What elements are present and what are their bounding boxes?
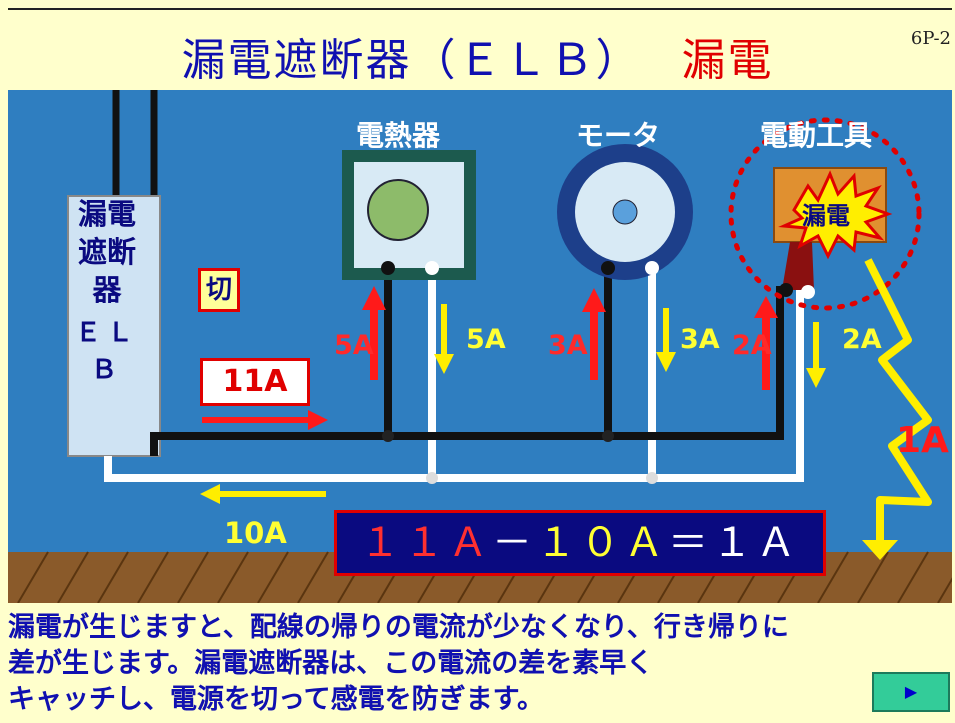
return-current-label: 10A	[224, 516, 287, 550]
motor-device	[557, 144, 693, 280]
diagram-stage: 電熱器 モータ 電動工具 漏電 5A 5A 3A 3A 2A 2A 1A 10A	[8, 90, 952, 603]
formula-result: ＝１Ａ	[668, 520, 800, 566]
elb-name-line1: 漏電	[77, 197, 136, 231]
title-highlight: 漏電	[681, 35, 774, 86]
leak-arrowhead	[862, 540, 898, 560]
heater-device	[342, 150, 476, 280]
motor-label: モータ	[576, 119, 661, 152]
tool-in-label: 2A	[732, 330, 772, 361]
elb-switch-state: 切	[198, 268, 240, 312]
motor-out-label: 3A	[680, 324, 720, 355]
power-tool-device	[728, 117, 922, 311]
page-title: 漏電遮断器（ＥＬＢ） 漏電	[0, 24, 955, 88]
supply-wire	[150, 260, 784, 456]
heater-out-label: 5A	[466, 324, 506, 355]
description-line-1: 漏電が生じますと、配線の帰りの電流が少なくなり、行き帰りに	[8, 612, 789, 643]
leak-lightning-icon	[864, 258, 932, 545]
current-arrows	[200, 286, 826, 504]
description-line-2: 差が生じます。漏電遮断器は、この電流の差を素早く	[8, 648, 654, 679]
leak-highlight-circle	[728, 117, 922, 311]
tool-out-label: 2A	[842, 324, 882, 355]
formula-return: １０Ａ	[536, 520, 668, 566]
elb-name-line2: 遮断器	[77, 235, 136, 307]
elb-abbr: ＥＬＢ	[74, 318, 139, 385]
heater-label: 電熱器	[356, 119, 441, 152]
elb-name: 漏電 遮断器	[64, 195, 150, 309]
elb-box	[67, 195, 161, 457]
wire-junctions	[382, 430, 658, 484]
return-wire	[104, 260, 804, 482]
next-slide-button[interactable]: ▶	[872, 672, 950, 712]
play-icon: ▶	[904, 682, 918, 701]
heater-in-label: 5A	[334, 330, 374, 361]
title-main: 漏電遮断器（ＥＬＢ）	[181, 35, 642, 86]
description-line-3: キャッチし、電源を切って感電を防ぎます。	[8, 684, 544, 715]
supply-current-box: 11A	[200, 358, 310, 406]
leak-current-label: 1A	[896, 420, 949, 461]
formula-supply: １１Ａ	[360, 520, 492, 566]
formula-minus: －	[492, 520, 536, 566]
leak-burst-label: 漏電	[802, 202, 850, 230]
title-bar	[8, 8, 952, 92]
power-tool-label: 電動工具	[760, 119, 873, 152]
description-text: 漏電が生じますと、配線の帰りの電流が少なくなり、行き帰りに 差が生じます。漏電遮…	[8, 610, 948, 718]
formula-box: １１Ａ－１０Ａ＝１Ａ	[334, 510, 826, 576]
motor-in-label: 3A	[548, 330, 588, 361]
page-number: 6P-2	[910, 28, 951, 49]
circuit-diagram	[8, 90, 952, 603]
leak-burst-icon	[778, 170, 893, 260]
